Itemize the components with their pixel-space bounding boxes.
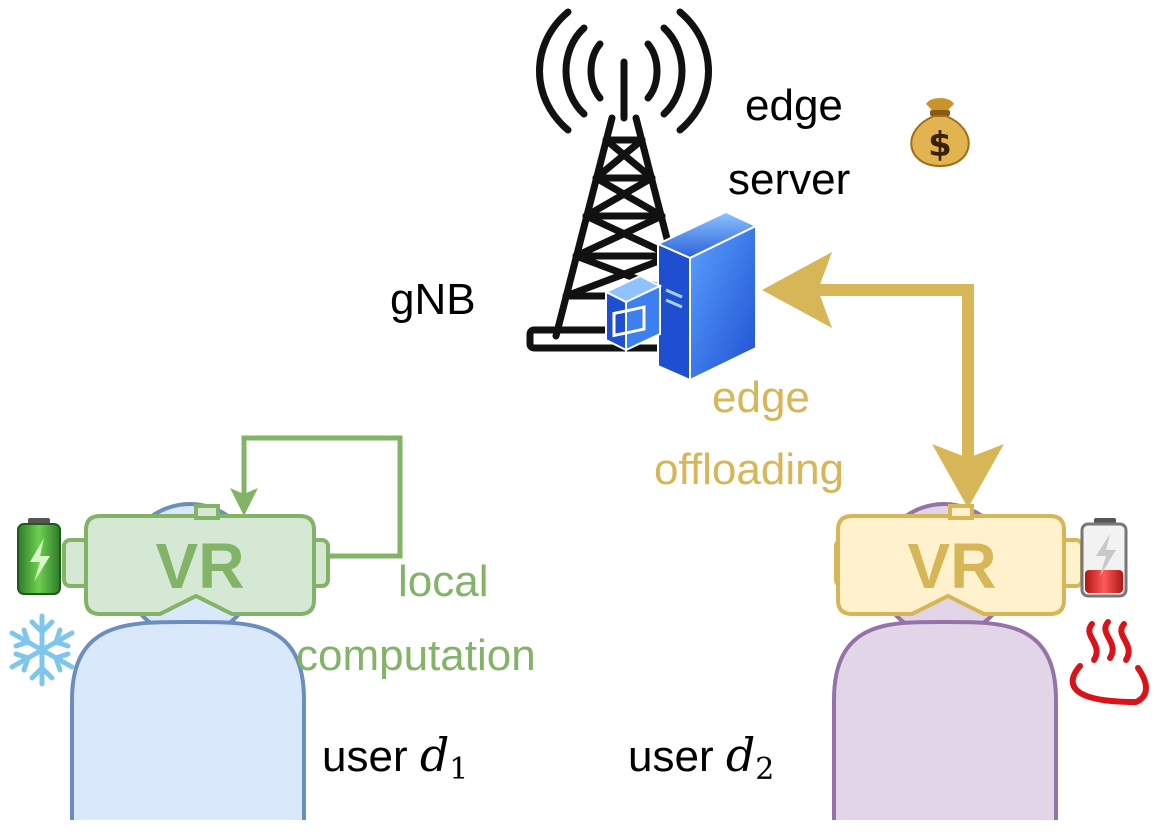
vr-label-user-1: VR (156, 530, 245, 602)
money-bag-icon: $ (910, 98, 970, 168)
snowflake-icon (9, 613, 75, 687)
user-2-variable: d2 (725, 728, 775, 787)
edge-offloading-label-line-2: offloading (654, 445, 845, 494)
svg-text:$: $ (928, 125, 952, 165)
battery-full-icon (17, 518, 61, 595)
vr-headset-user-2 (834, 504, 1084, 616)
edge-server-icon (603, 210, 759, 382)
local-computation-label-line-2: computation (296, 631, 536, 680)
user-2-label: user d2 (628, 732, 774, 785)
edge-server-label-line-1: edge (745, 81, 843, 130)
vr-headset-user-1 (62, 504, 330, 616)
gnb-label: gNB (390, 275, 476, 324)
user-1-prefix: user (322, 732, 408, 781)
user-1-label: user d1 (322, 732, 468, 785)
battery-low-icon (1080, 518, 1128, 598)
edge-offloading-arrow (762, 252, 1004, 508)
vr-label-user-2: VR (908, 530, 997, 602)
user-1-variable: d1 (419, 728, 469, 787)
edge-offloading-label-line-1: edge (712, 373, 810, 422)
edge-server-label-line-2: server (728, 155, 851, 204)
hot-springs-icon (1069, 619, 1149, 706)
user-2-prefix: user (628, 732, 714, 781)
local-computation-label-line-1: local (398, 557, 489, 606)
local-computation-arrow (230, 435, 403, 559)
